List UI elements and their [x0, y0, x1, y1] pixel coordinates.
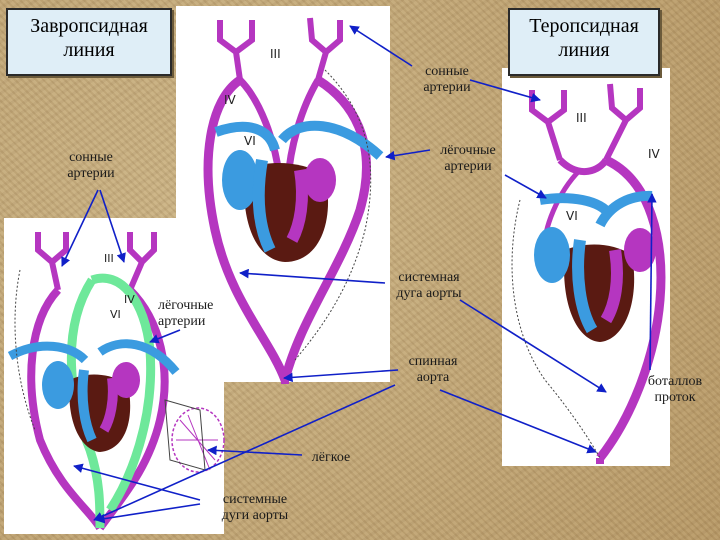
- top-carotid-right: [307, 17, 343, 81]
- theropsid-title: Теропсидная линия: [508, 8, 660, 76]
- right-systemic-arch: [596, 155, 666, 461]
- top-numeral-iv: IV: [224, 93, 237, 107]
- theropsid-title-line2: линия: [558, 39, 610, 61]
- top-right-aortic-arch: [280, 76, 371, 382]
- top-right-atrium: [222, 150, 258, 210]
- left-heart-diagram: III IV VI: [7, 232, 225, 531]
- top-carotid-left: [217, 20, 255, 81]
- top-numeral-vi: VI: [244, 134, 256, 148]
- right-numeral-iii: III: [576, 111, 587, 125]
- right-heart-diagram: III IV VI: [511, 83, 666, 464]
- top-pulmonary-right: [278, 120, 384, 160]
- theropsid-title-line1: Теропсидная: [529, 15, 639, 37]
- sauropsid-title: Завропсидная линия: [6, 8, 172, 76]
- right-numeral-vi: VI: [566, 209, 578, 223]
- sauropsid-title-line1: Завропсидная: [30, 15, 148, 37]
- sauropsid-title-line2: линия: [63, 39, 115, 61]
- left-numeral-iv: IV: [124, 293, 135, 306]
- label-lung: лёгкое: [311, 450, 351, 465]
- top-heart-diagram: III IV VI: [203, 17, 384, 384]
- pointer-lines: [61, 25, 657, 524]
- left-lung: [171, 407, 225, 473]
- top-numeral-iii: III: [270, 47, 281, 61]
- top-pulmonary-left: [214, 121, 280, 152]
- left-numeral-iii: III: [104, 252, 114, 265]
- top-left-aortic-arch: [203, 76, 290, 382]
- left-numeral-vi: VI: [110, 308, 121, 321]
- top-left-atrium: [304, 158, 336, 202]
- right-numeral-iv: IV: [648, 147, 661, 161]
